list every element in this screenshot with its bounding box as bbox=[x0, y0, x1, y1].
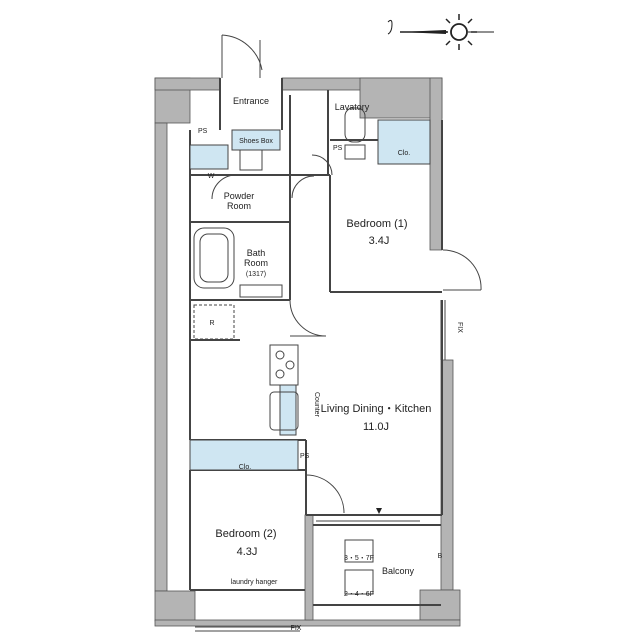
bath-label-1: Bath bbox=[247, 248, 266, 258]
fixtures bbox=[193, 107, 366, 431]
ldk-size: 11.0J bbox=[363, 421, 389, 433]
fix-bottom-label: FIX bbox=[291, 625, 302, 632]
ps-clo-label: PS bbox=[300, 453, 310, 460]
counter-label: Counter bbox=[313, 392, 320, 418]
bedroom1-name: Bedroom (1) bbox=[346, 218, 407, 230]
bathtub bbox=[193, 227, 235, 289]
bath-label-3: (1317) bbox=[246, 271, 266, 278]
clo-top-label: Clo. bbox=[398, 150, 411, 157]
laundry-hanger-label: laundry hanger bbox=[231, 579, 278, 586]
structural-walls bbox=[154, 77, 461, 627]
fix-right-label: FIX bbox=[456, 322, 463, 333]
bedroom2-size: 4.3J bbox=[237, 546, 258, 558]
powder-sink bbox=[239, 149, 263, 171]
doors bbox=[211, 34, 482, 514]
floors-top-label: 3・5・7F bbox=[344, 555, 374, 562]
window-marker bbox=[376, 508, 382, 514]
windows bbox=[195, 300, 446, 632]
lav-sink bbox=[344, 144, 366, 160]
compass-icon bbox=[387, 14, 494, 50]
ps-top-label: PS bbox=[198, 128, 208, 135]
floors-bottom-label: 2・4・6F bbox=[344, 591, 374, 598]
kitchen-sink bbox=[269, 391, 299, 431]
shoes-box-label: Shoes Box bbox=[239, 138, 273, 145]
lavatory-label: Lavatory bbox=[335, 102, 370, 112]
stove bbox=[269, 344, 299, 386]
room-labels: Entrance Lavatory Shoes Box PS PS W Clo.… bbox=[198, 96, 463, 632]
refrigerator bbox=[193, 304, 235, 340]
w-label: W bbox=[208, 173, 215, 180]
ldk-name: Living Dining・Kitchen bbox=[321, 403, 432, 415]
ps-lav-label: PS bbox=[333, 145, 343, 152]
storage-areas bbox=[189, 119, 431, 471]
toilet bbox=[344, 107, 366, 143]
bedroom2-name: Bedroom (2) bbox=[215, 528, 276, 540]
north-arrow-icon bbox=[387, 19, 393, 35]
powder-room-label-1: Powder bbox=[224, 191, 255, 201]
clo-mid-label: Clo. bbox=[239, 464, 252, 471]
r-label: R bbox=[209, 320, 214, 327]
powder-room-label-2: Room bbox=[227, 201, 251, 211]
entrance-label: Entrance bbox=[233, 96, 269, 106]
bedroom1-size: 3.4J bbox=[369, 235, 390, 247]
balcony-label: Balcony bbox=[382, 566, 415, 576]
bath-label-2: Room bbox=[244, 258, 268, 268]
b-label: B bbox=[438, 553, 443, 560]
